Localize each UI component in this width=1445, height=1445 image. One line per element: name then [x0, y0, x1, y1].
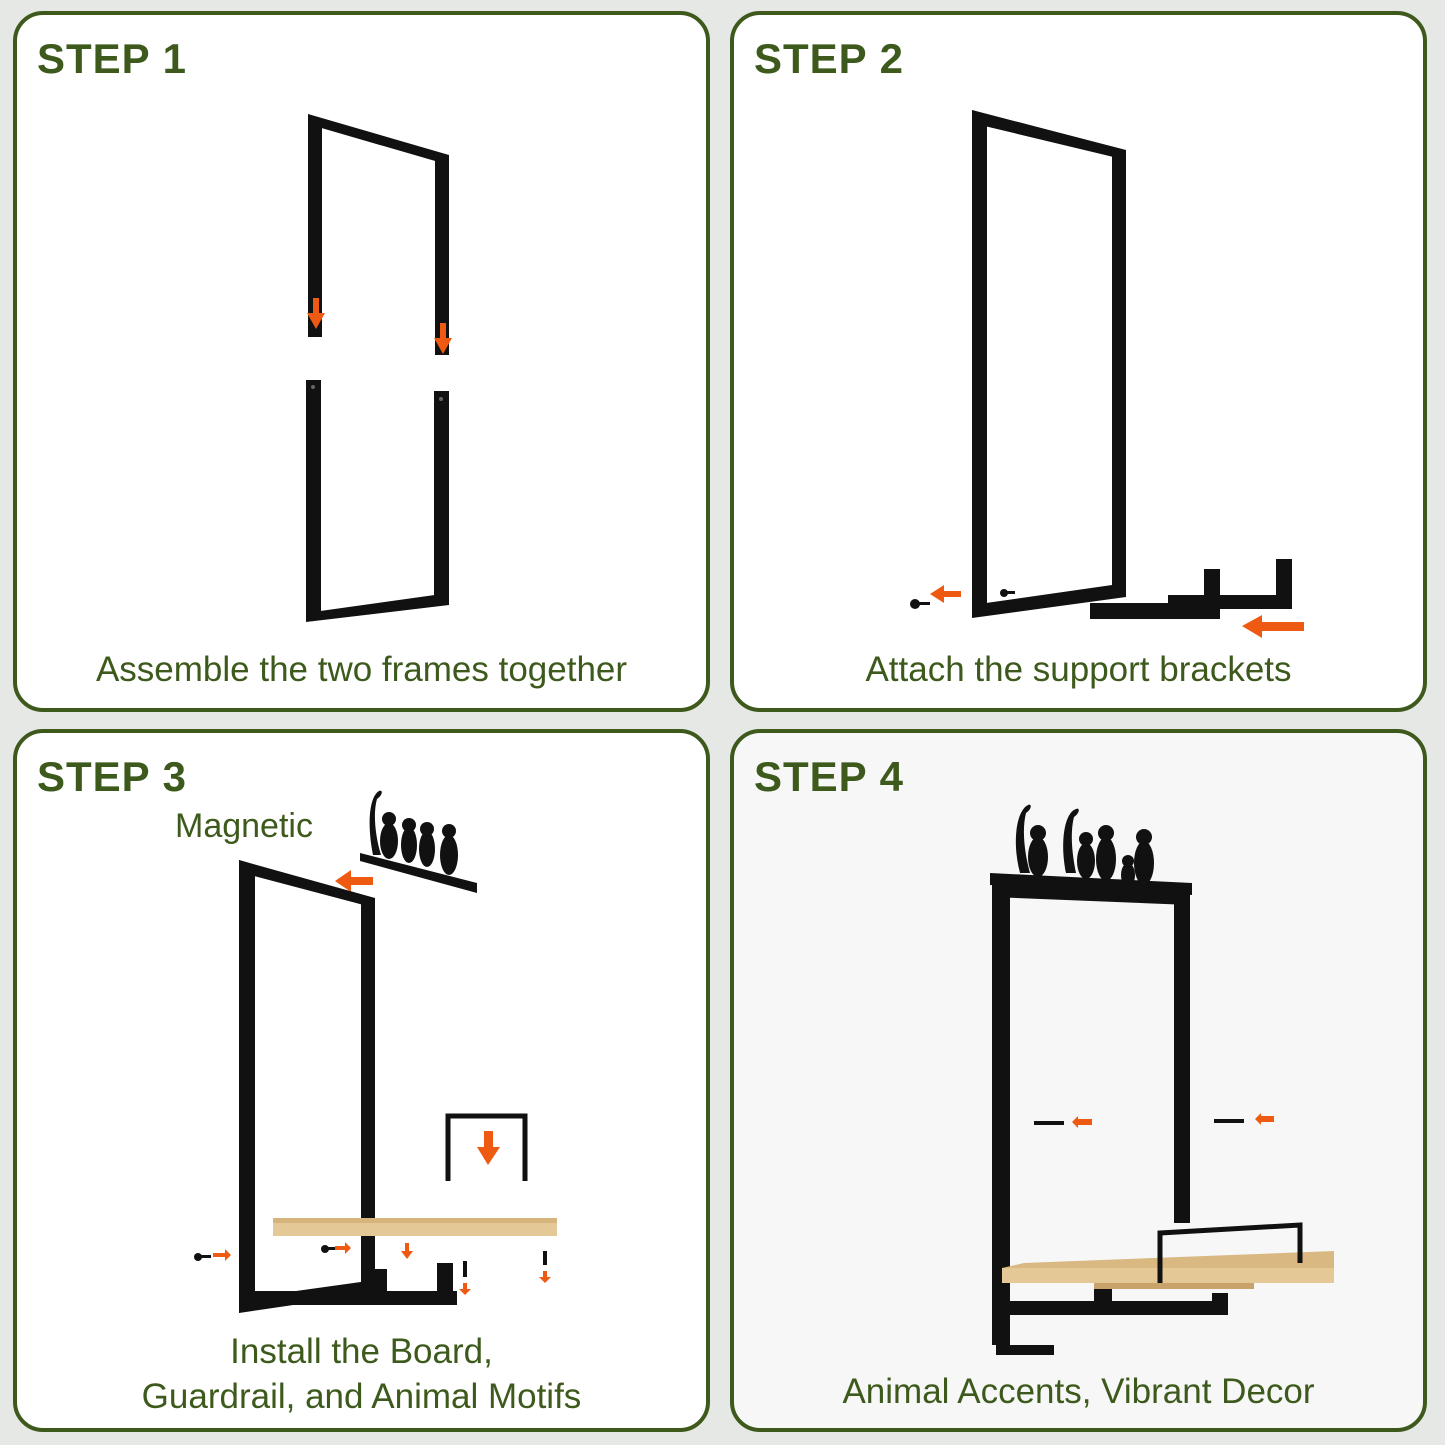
guardrail — [1157, 1222, 1303, 1283]
small-arrow-icon — [213, 1242, 551, 1295]
upper-frame — [308, 114, 449, 355]
left-arrow-icon — [1072, 1113, 1274, 1128]
guardrail — [445, 1113, 528, 1181]
step-title: STEP 3 — [37, 753, 187, 800]
cat-silhouette-icon — [990, 804, 1192, 895]
step-1-panel: STEP 1 Assemble the two frames together — [13, 11, 710, 712]
step-caption: Attach the support brackets — [865, 650, 1292, 689]
left-arrow-icon — [930, 585, 1304, 638]
frame — [239, 860, 457, 1313]
support-bracket — [1090, 559, 1292, 619]
step-title: STEP 4 — [754, 753, 904, 800]
screw-icon — [910, 589, 1015, 609]
step-4-panel: STEP 4 — [730, 729, 1427, 1432]
step-1-illustration — [306, 114, 452, 622]
tall-frame — [972, 110, 1126, 618]
step-3-illustration — [194, 790, 557, 1313]
step-caption: Animal Accents, Vibrant Decor — [842, 1372, 1315, 1411]
screw-icon — [194, 1245, 547, 1277]
board — [1002, 1251, 1334, 1289]
step-2-illustration — [910, 110, 1304, 638]
down-arrow-icon — [401, 1131, 500, 1259]
frame — [992, 883, 1228, 1355]
step-caption-line-2: Guardrail, and Animal Motifs — [141, 1377, 582, 1416]
screw-icon — [1034, 1119, 1244, 1125]
step-title: STEP 1 — [37, 35, 187, 82]
left-arrow-icon — [335, 870, 373, 892]
step-4-illustration — [990, 804, 1334, 1355]
step-caption: Assemble the two frames together — [95, 650, 628, 689]
cat-silhouette-icon — [360, 790, 477, 893]
step-caption-line-1: Install the Board, — [230, 1332, 493, 1371]
step-2-panel: STEP 2 Attach the support brackets — [730, 11, 1427, 712]
step-title: STEP 2 — [754, 35, 904, 82]
board — [273, 1218, 557, 1236]
lower-frame — [306, 380, 449, 622]
down-arrow-icon — [307, 298, 452, 354]
magnetic-label: Magnetic — [175, 807, 313, 845]
step-3-panel: STEP 3 Magnetic — [13, 729, 710, 1432]
